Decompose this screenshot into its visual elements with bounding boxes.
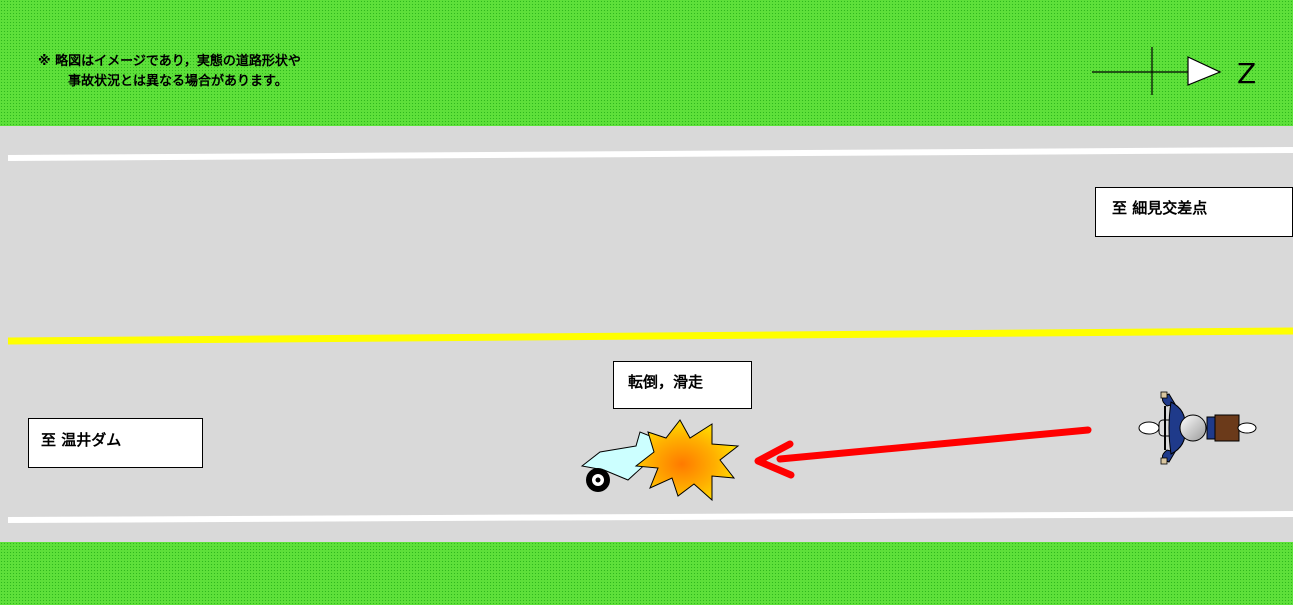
- roadside-grass-bottom: [0, 542, 1293, 605]
- destination-label-hosomi-text: 至 細見交差点: [1112, 199, 1208, 217]
- disclaimer-note: ※ 略図はイメージであり，実態の道路形状や 事故状況とは異なる場合があります。: [38, 52, 301, 92]
- disclaimer-line-1: ※ 略図はイメージであり，実態の道路形状や: [38, 54, 301, 69]
- event-label-fall-and-slide: 転倒，滑走: [613, 361, 752, 409]
- disclaimer-line-2: 事故状況とは異なる場合があります。: [68, 74, 288, 89]
- motorcycle-rider-icon: [1138, 391, 1257, 465]
- travel-direction-arrow: [754, 426, 1092, 479]
- destination-label-nukui-dam: 至 温井ダム: [28, 418, 203, 468]
- edge-line-top: [7, 147, 1293, 161]
- edge-line-bottom: [7, 511, 1293, 523]
- north-arrow-icon: [1092, 47, 1222, 95]
- destination-label-nukui-text: 至 温井ダム: [41, 431, 122, 449]
- event-label-text: 転倒，滑走: [628, 373, 704, 391]
- center-line: [7, 327, 1293, 345]
- impact-burst-icon: [634, 419, 740, 502]
- roadside-grass-top: [0, 0, 1293, 126]
- destination-label-hosomi-intersection: 至 細見交差点: [1095, 187, 1293, 237]
- north-letter: Z: [1237, 57, 1256, 90]
